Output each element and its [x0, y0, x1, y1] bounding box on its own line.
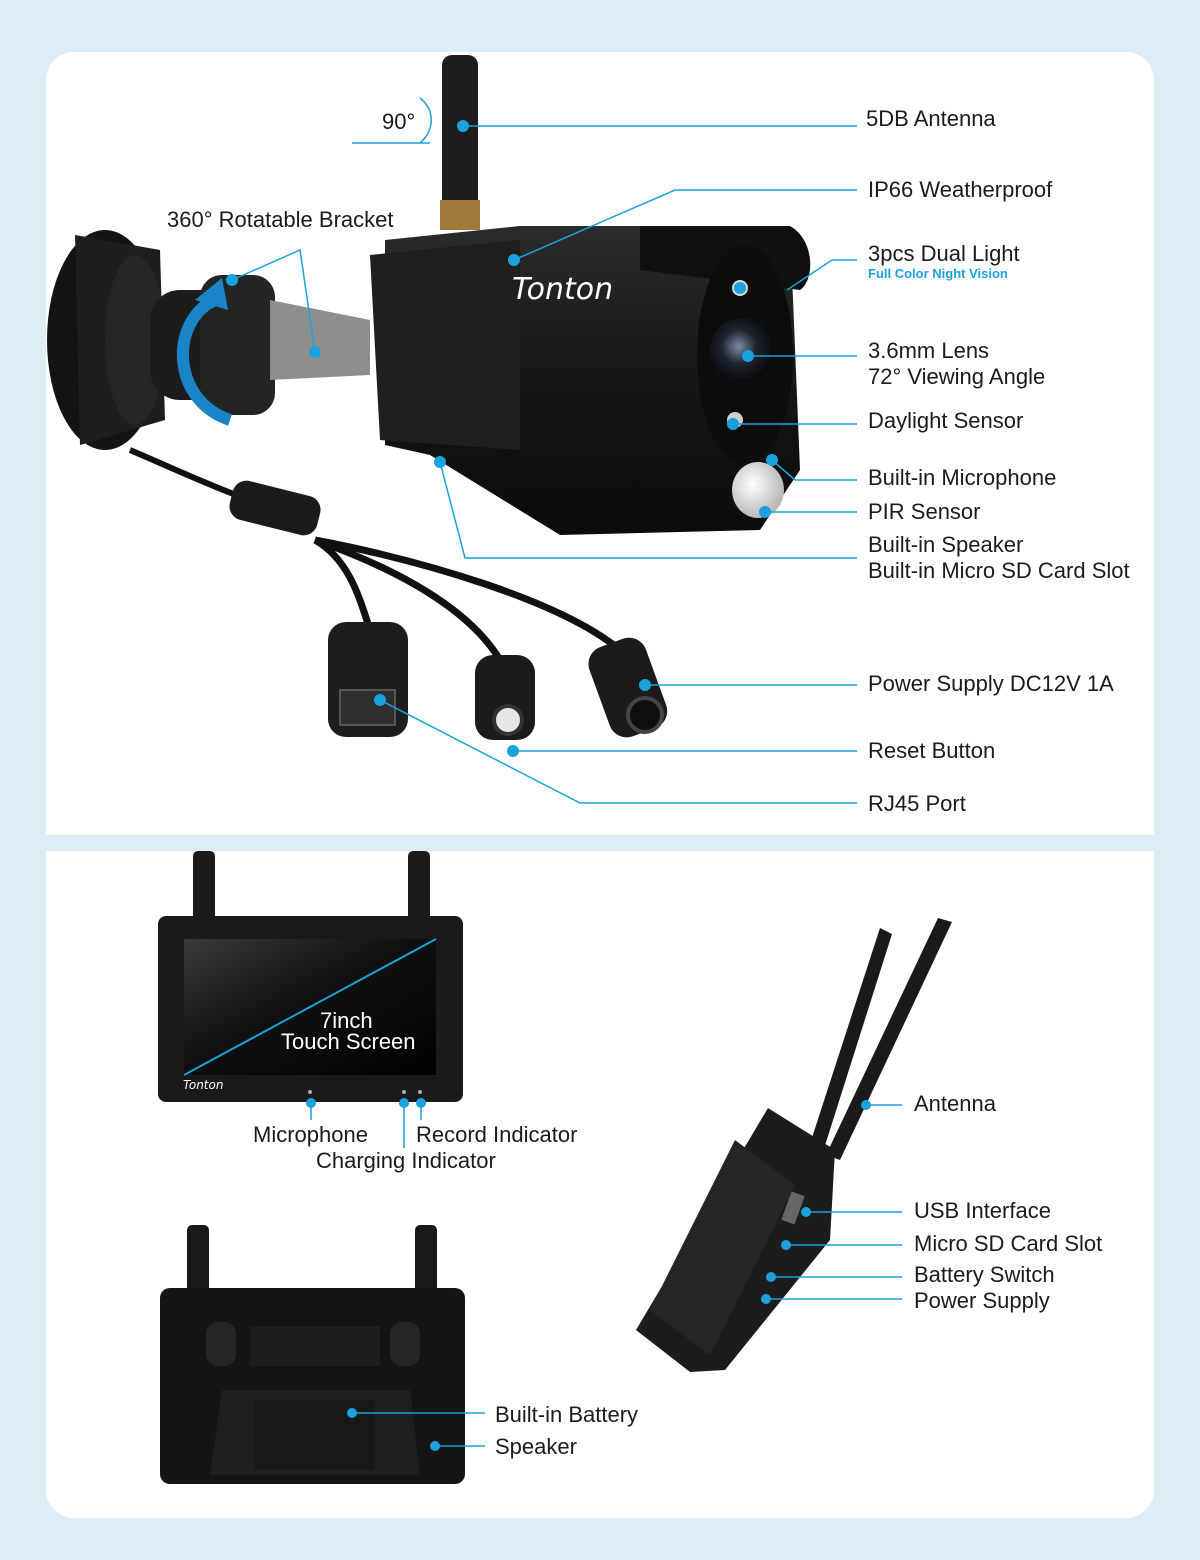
callout-dual-light: 3pcs Dual Light: [868, 241, 1020, 266]
front-charging-indicator: Charging Indicator: [316, 1148, 496, 1173]
callout-daylight-sensor: Daylight Sensor: [868, 408, 1024, 433]
brand-logo-monitor: Tonton: [183, 1078, 224, 1092]
front-record-indicator: Record Indicator: [416, 1122, 578, 1147]
brand-logo-camera: Tonton: [512, 272, 614, 307]
back-speaker: Speaker: [495, 1434, 577, 1459]
callout-dual-light-sub: Full Color Night Vision: [868, 266, 1008, 281]
callout-power: Power Supply DC12V 1A: [868, 671, 1114, 696]
camera-callout-dots: [226, 120, 778, 757]
side-sd-slot: Micro SD Card Slot: [914, 1231, 1103, 1256]
side-antenna: Antenna: [914, 1091, 996, 1116]
cable-connector: [229, 480, 321, 536]
pir-sensor-icon: [732, 462, 784, 518]
callout-pir: PIR Sensor: [868, 499, 981, 524]
monitor-back-lines: [352, 1412, 485, 1447]
monitor-side-lines: [766, 1104, 902, 1300]
monitor-side-illustration: [636, 918, 952, 1372]
monitor-front-illustration: [158, 851, 463, 1102]
side-antenna-1: [808, 928, 892, 1155]
angle-label: 90°: [382, 109, 416, 134]
lens-icon: [710, 318, 774, 382]
callout-weatherproof: IP66 Weatherproof: [868, 177, 1053, 202]
callout-microphone: Built-in Microphone: [868, 465, 1057, 490]
camera-callout-lines: [231, 97, 857, 804]
front-microphone: Microphone: [253, 1122, 368, 1147]
side-antenna-2: [826, 918, 952, 1160]
side-monitor-screen: [650, 1140, 795, 1355]
bracket-label: 360° Rotatable Bracket: [167, 207, 394, 232]
speaker-grille: [250, 1326, 380, 1366]
bracket-stem: [270, 300, 370, 380]
screen-size-label: 7inch: [320, 1008, 373, 1033]
callout-reset: Reset Button: [868, 738, 996, 763]
camera-illustration: [47, 55, 811, 740]
back-battery: Built-in Battery: [495, 1402, 639, 1427]
callout-rj45: RJ45 Port: [868, 791, 966, 816]
callout-lens: 3.6mm Lens: [868, 338, 990, 363]
side-power-supply: Power Supply: [914, 1288, 1050, 1313]
callout-antenna: 5DB Antenna: [866, 106, 996, 131]
monitor-back-illustration: [160, 1225, 465, 1484]
callout-speaker: Built-in Speaker: [868, 532, 1024, 557]
side-usb: USB Interface: [914, 1198, 1051, 1223]
side-battery-switch: Battery Switch: [914, 1262, 1055, 1287]
callout-viewing-angle: 72° Viewing Angle: [868, 364, 1046, 389]
antenna-rod: [442, 55, 478, 220]
callout-sd-slot: Built-in Micro SD Card Slot: [868, 558, 1130, 583]
screen-type-label: Touch Screen: [281, 1029, 416, 1054]
rotation-arrow-icon: [177, 294, 233, 426]
